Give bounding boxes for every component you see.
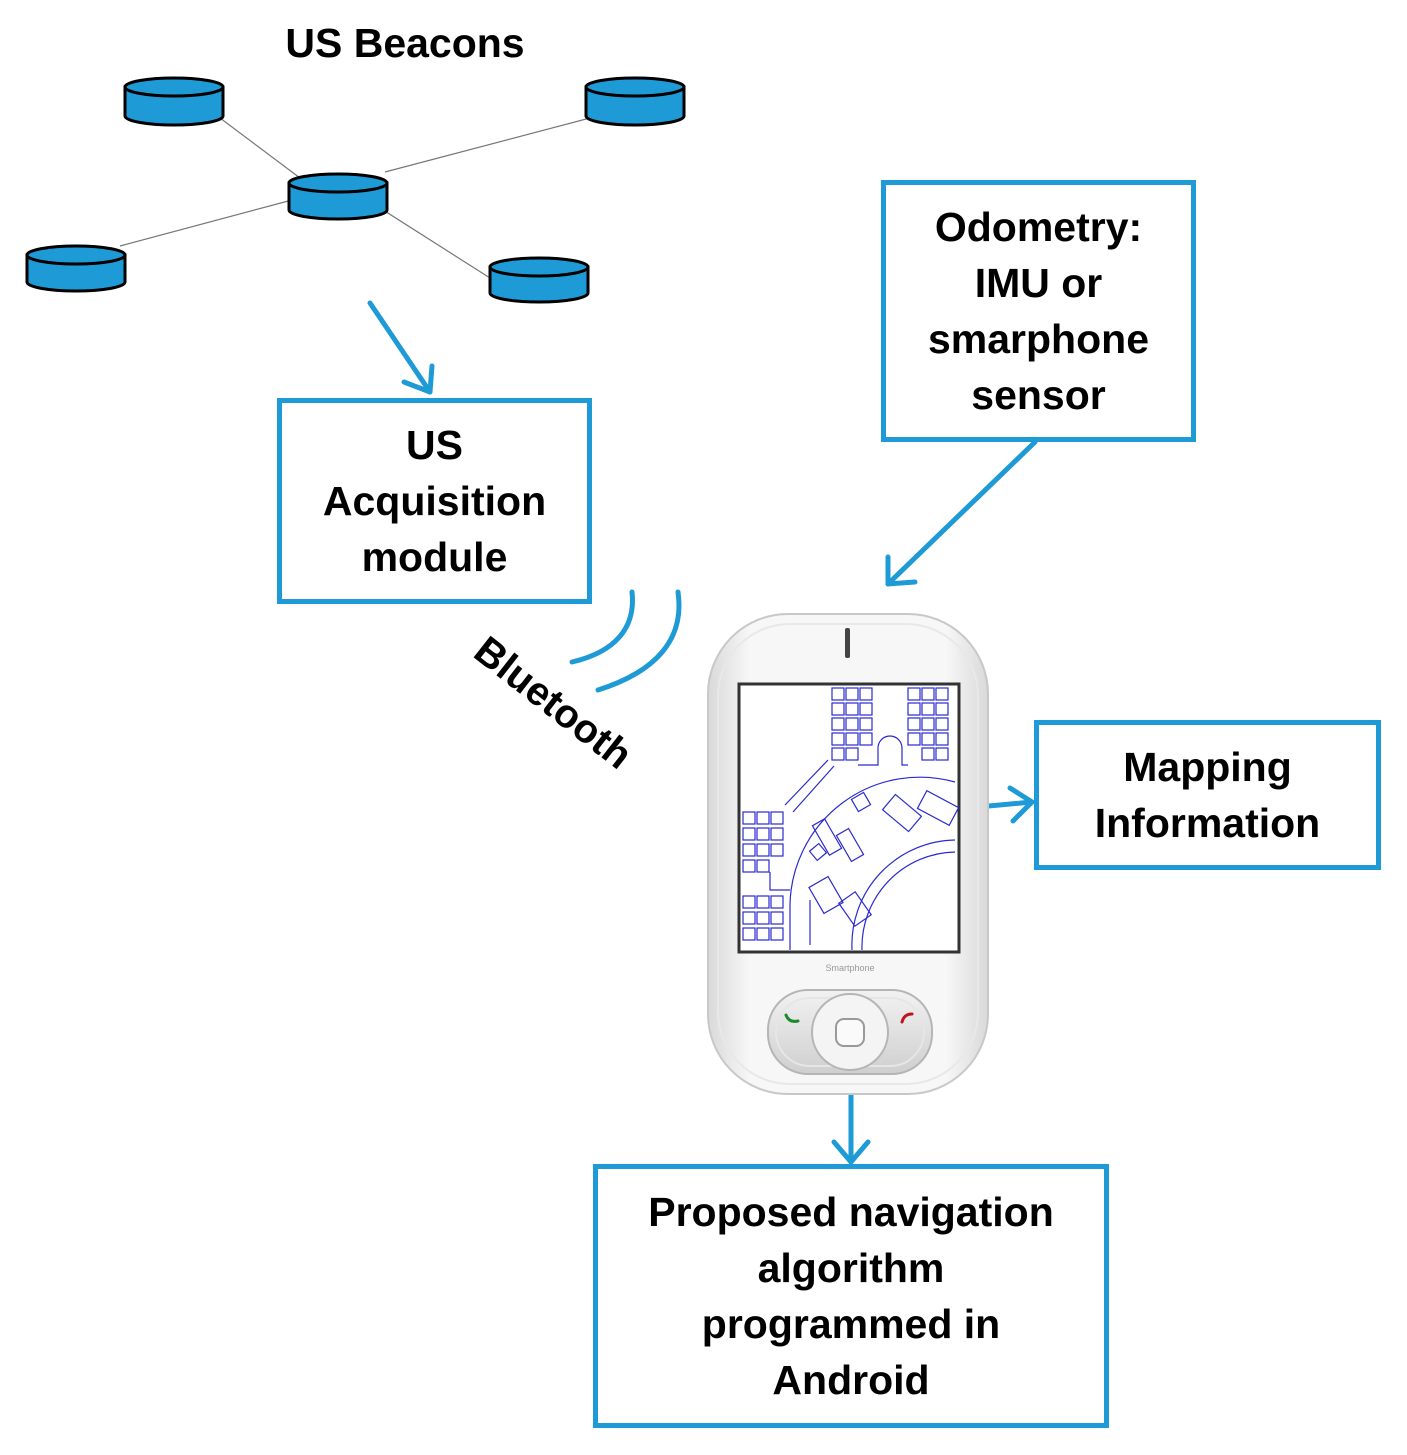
odometry-line-4: sensor [971,372,1106,418]
beacon-center [287,172,389,221]
navigation-algorithm-box: Proposed navigation algorithm programmed… [593,1164,1109,1428]
algorithm-line-1: Proposed navigation [648,1189,1054,1235]
floor-plan-map [742,687,960,951]
beacon-top-right [584,76,686,127]
odometry-box: Odometry: IMU or smarphone sensor [881,180,1196,442]
beacon-links [119,117,591,279]
odometry-line-2: IMU or [974,260,1103,306]
mapping-information-box: Mapping Information [1034,720,1381,870]
arrow-odometry-to-phone [885,439,1038,587]
algorithm-line-4: Android [772,1357,930,1403]
acquisition-line-3: module [361,534,508,580]
arrow-beacons-to-acquisition [367,300,435,395]
mapping-line-1: Mapping [1123,744,1292,790]
arrow-phone-to-algorithm [831,1087,871,1165]
beacon-top-left [123,76,225,127]
phone-brand: Smartphone [825,963,874,973]
smartphone: Smartphone [707,613,989,1095]
algorithm-line-2: algorithm [757,1245,945,1291]
algorithm-line-3: programmed in [701,1301,1001,1347]
beacon-bottom-right [488,256,590,304]
diagram-title: US Beacons [285,20,525,66]
odometry-line-3: smarphone [928,316,1149,362]
mapping-line-2: Information [1094,800,1321,846]
acquisition-module-box: US Acquisition module [277,398,592,604]
acquisition-line-2: Acquisition [322,478,547,524]
odometry-line-1: Odometry: [934,204,1143,250]
bluetooth-waves-icon [569,589,682,693]
acquisition-line-1: US [406,422,463,468]
beacon-bottom-left [25,244,127,293]
